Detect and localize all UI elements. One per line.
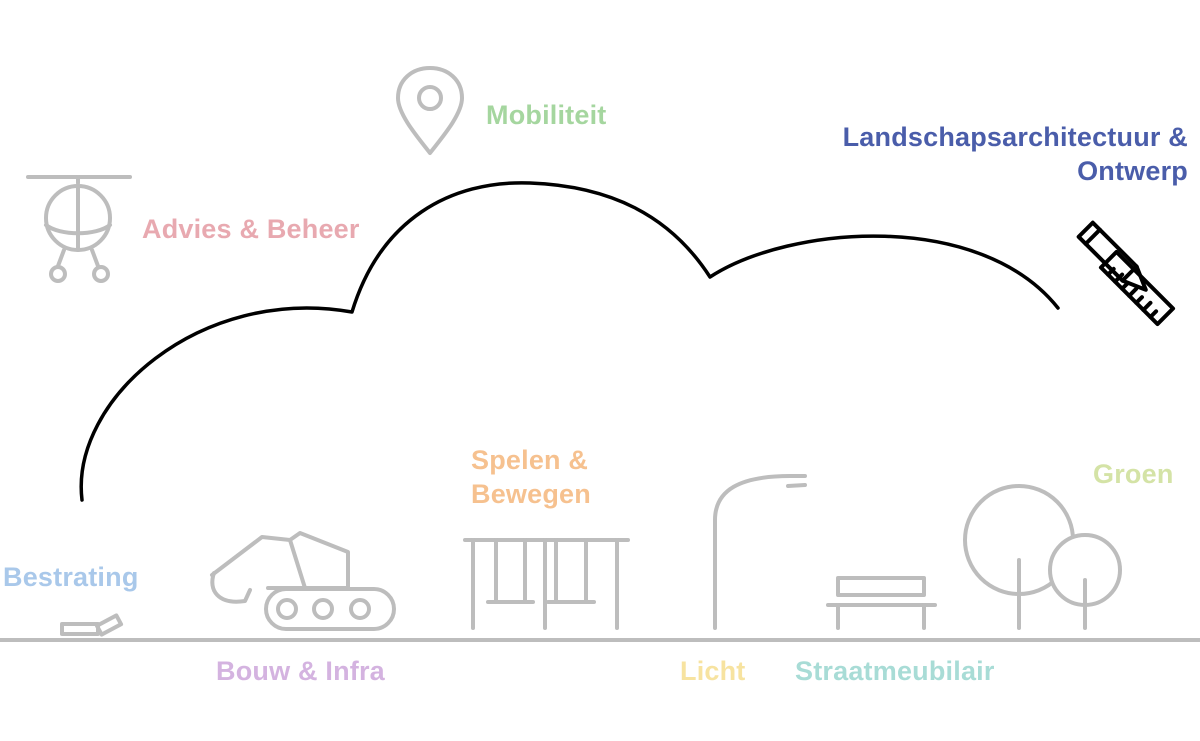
map-pin-icon (396, 66, 464, 155)
label-spelen-line2: Bewegen (471, 479, 591, 509)
label-mobiliteit: Mobiliteit (486, 100, 607, 130)
label-advies-beheer: Advies & Beheer (142, 214, 360, 244)
label-bouw-infra: Bouw & Infra (216, 656, 385, 686)
street-lamp-icon (713, 474, 807, 630)
label-licht: Licht (680, 656, 746, 686)
label-spelen-bewegen: Spelen & Bewegen (471, 443, 591, 511)
label-bestrating: Bestrating (3, 562, 139, 592)
label-spelen-line1: Spelen & (471, 445, 589, 475)
helicopter-icon (26, 175, 132, 283)
excavator-icon (210, 531, 396, 631)
cloud-outline (79, 181, 1060, 502)
pencil-ruler-icon (1076, 220, 1176, 327)
swing-set-icon (463, 538, 630, 630)
label-groen: Groen (1093, 459, 1174, 489)
label-landschap-line2: Ontwerp (1077, 156, 1188, 186)
label-straatmeubilair: Straatmeubilair (795, 656, 995, 686)
label-landschapsarchitectuur: Landschapsarchitectuur & Ontwerp (843, 120, 1188, 188)
label-landschap-line1: Landschapsarchitectuur & (842, 122, 1188, 152)
paving-stones-icon (60, 613, 124, 637)
trees-icon (963, 484, 1122, 630)
bench-icon (826, 576, 937, 630)
